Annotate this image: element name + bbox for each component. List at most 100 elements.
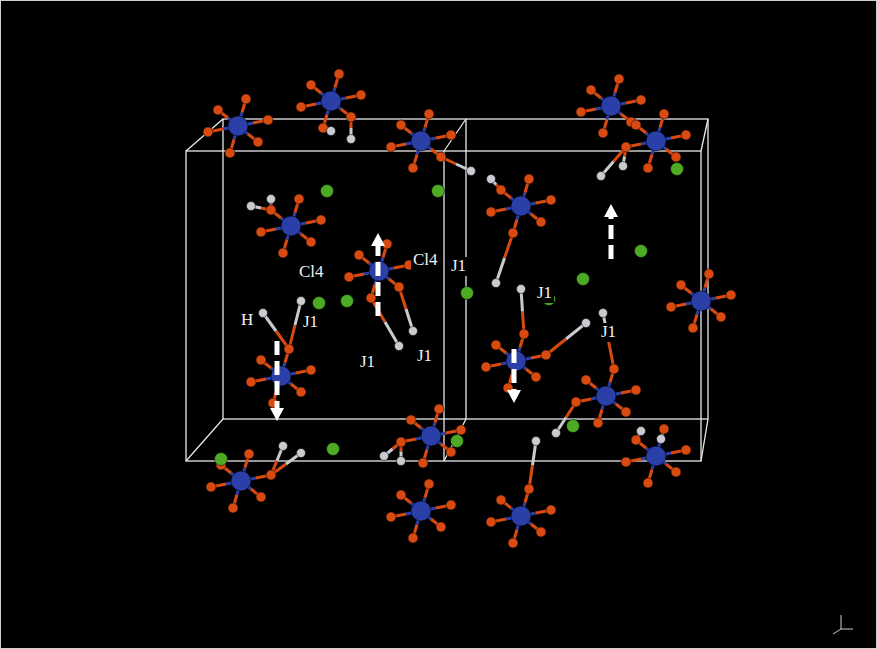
axis-indicator bbox=[833, 615, 853, 634]
hydrogen-atom bbox=[380, 452, 389, 461]
exchange-label: J1 bbox=[449, 257, 468, 276]
oxygen-atom bbox=[524, 174, 534, 184]
chlorine-atom bbox=[671, 163, 684, 176]
oxygen-atom bbox=[643, 163, 653, 173]
oxygen-atom bbox=[726, 290, 736, 300]
chlorine-atom bbox=[577, 273, 590, 286]
hydrogen-atom bbox=[297, 297, 306, 306]
hydrogen-atom bbox=[582, 319, 591, 328]
cell-back bbox=[223, 119, 708, 419]
oxygen-atom bbox=[346, 112, 356, 122]
hydrogen-atom bbox=[517, 285, 526, 294]
hydrogen-atom bbox=[532, 437, 541, 446]
hydrogen-atom bbox=[619, 162, 628, 171]
oxygen-atom bbox=[546, 505, 556, 515]
hydrogen-atom bbox=[657, 435, 666, 444]
oxygen-atom bbox=[536, 217, 546, 227]
oxygen-atom bbox=[294, 194, 304, 204]
oxygen-atom bbox=[631, 385, 641, 395]
chlorine-atom bbox=[327, 443, 340, 456]
oxygen-atom bbox=[614, 74, 624, 84]
copper-atom bbox=[601, 96, 621, 116]
copper-atom bbox=[228, 116, 248, 136]
oxygen-atom bbox=[671, 152, 681, 162]
chlorine-atom bbox=[215, 453, 228, 466]
copper-atom bbox=[231, 471, 251, 491]
spin-shaft bbox=[512, 349, 517, 391]
atom-label: Cl4 bbox=[297, 263, 326, 282]
atom-label: Cl4 bbox=[411, 251, 440, 270]
exchange-label: J1 bbox=[358, 353, 377, 372]
oxygen-atom bbox=[576, 107, 586, 117]
oxygen-atom bbox=[206, 482, 216, 492]
oxygen-atom bbox=[681, 130, 691, 140]
oxygen-atom bbox=[424, 479, 434, 489]
oxygen-atom bbox=[716, 312, 726, 322]
oxygen-atom bbox=[659, 424, 669, 434]
spin-head bbox=[604, 204, 618, 217]
hydrogen-atom bbox=[467, 167, 476, 176]
oxygen-atom bbox=[356, 90, 366, 100]
oxygen-atom bbox=[446, 447, 456, 457]
oxygen-atom bbox=[486, 207, 496, 217]
oxygen-atom bbox=[681, 445, 691, 455]
spin-head bbox=[371, 233, 385, 246]
oxygen-atom bbox=[296, 102, 306, 112]
axis-line bbox=[841, 615, 842, 629]
chlorine-atom bbox=[567, 420, 580, 433]
oxygen-atom bbox=[396, 437, 406, 447]
oxygen-atom bbox=[408, 533, 418, 543]
oxygen-atom bbox=[586, 85, 596, 95]
oxygen-atom bbox=[508, 538, 518, 548]
chlorine-atom bbox=[321, 185, 334, 198]
oxygen-atom bbox=[213, 105, 223, 115]
hydrogen-atom bbox=[279, 442, 288, 451]
oxygen-atom bbox=[456, 425, 466, 435]
oxygen-atom bbox=[621, 457, 631, 467]
oxygen-atom bbox=[688, 323, 698, 333]
copper-atom bbox=[511, 506, 531, 526]
copper-atom bbox=[646, 446, 666, 466]
oxygen-atom bbox=[256, 492, 266, 502]
oxygen-atom bbox=[278, 248, 288, 258]
hydrogen-atom bbox=[409, 327, 418, 336]
oxygen-atom bbox=[491, 340, 501, 350]
spin-head bbox=[270, 408, 284, 421]
axis-line bbox=[841, 629, 853, 630]
oxygen-atom bbox=[496, 495, 506, 505]
oxygen-atom bbox=[666, 302, 676, 312]
unit-cell bbox=[186, 119, 708, 461]
axis-line bbox=[833, 629, 841, 634]
oxygen-atom bbox=[621, 407, 631, 417]
exchange-label: J1 bbox=[535, 284, 554, 303]
oxygen-atom bbox=[546, 195, 556, 205]
oxygen-atom bbox=[306, 365, 316, 375]
oxygen-atom bbox=[266, 205, 276, 215]
chlorine-atom bbox=[461, 287, 474, 300]
hydrogen-atom bbox=[395, 342, 404, 351]
hydrogen-atom bbox=[597, 172, 606, 181]
oxygen-atom bbox=[524, 484, 534, 494]
oxygen-atom bbox=[436, 152, 446, 162]
oxygen-atom bbox=[396, 120, 406, 130]
oxygen-atom bbox=[263, 115, 273, 125]
oxygen-atom bbox=[256, 355, 266, 365]
oxygen-atom bbox=[316, 215, 326, 225]
hydrogen-atom bbox=[267, 195, 276, 204]
atoms bbox=[203, 69, 736, 548]
oxygen-atom bbox=[481, 362, 491, 372]
oxygen-atom bbox=[446, 130, 456, 140]
hydrogen-atom bbox=[259, 309, 268, 318]
hydrogen-atom bbox=[552, 429, 561, 438]
exchange-label: J1 bbox=[301, 313, 320, 332]
oxygen-atom bbox=[406, 415, 416, 425]
oxygen-atom bbox=[581, 375, 591, 385]
hydrogen-atom bbox=[487, 175, 496, 184]
spin-shaft bbox=[376, 245, 381, 316]
oxygen-atom bbox=[284, 344, 294, 354]
copper-atom bbox=[691, 291, 711, 311]
oxygen-atom bbox=[253, 137, 263, 147]
copper-atom bbox=[411, 501, 431, 521]
